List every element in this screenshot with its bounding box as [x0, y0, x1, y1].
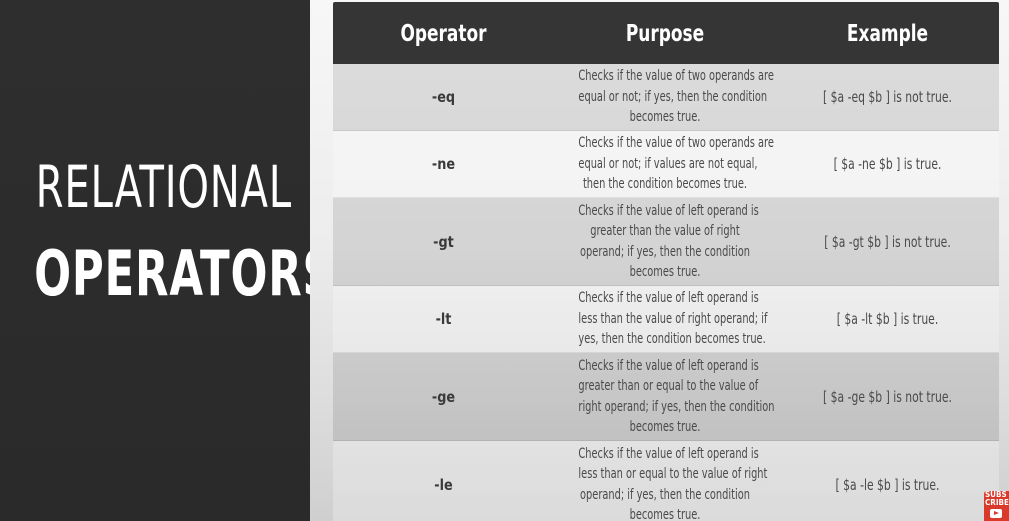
table-row: -le Checks if the value of left operand … — [333, 441, 999, 521]
purpose-line: right operand; if yes, then the conditio… — [578, 398, 775, 415]
purpose-line: equal or not; if values are not equal, — [578, 155, 758, 172]
purpose-line: Checks if the value of two operands are — [578, 68, 774, 85]
purpose-line: operand; if yes, then the condition — [580, 243, 750, 260]
operator-cell: -gt — [433, 232, 454, 251]
example-cell: [ $a -eq $b ] is not true. — [823, 88, 952, 106]
purpose-line: Checks if the value of left operand is — [578, 445, 759, 462]
table-row: -ge Checks if the value of left operand … — [333, 353, 999, 441]
play-icon — [990, 509, 1002, 518]
header-purpose: Purpose — [625, 20, 705, 47]
subscribe-button[interactable]: SUBS CRIBE — [984, 491, 1009, 521]
purpose-cell: Checks if the value of two operands are … — [578, 66, 774, 128]
table-row: -eq Checks if the value of two operands … — [333, 64, 999, 131]
purpose-line: greater than or equal to the value of — [578, 378, 759, 394]
purpose-cell: Checks if the value of left operand is l… — [578, 288, 768, 350]
purpose-line: greater than the value of right — [590, 223, 740, 239]
slide-title-line2: OPERATORS — [34, 237, 335, 310]
purpose-cell: Checks if the value of left operand is g… — [578, 356, 775, 438]
example-cell: [ $a -lt $b ] is true. — [836, 310, 939, 328]
example-cell: [ $a -ge $b ] is not true. — [823, 387, 952, 406]
subscribe-label-line2: CRIBE — [985, 498, 1009, 507]
table-panel — [310, 0, 1009, 521]
example-cell: [ $a -ne $b ] is true. — [833, 155, 942, 173]
title-panel: RELATIONAL OPERATORS — [0, 0, 335, 521]
table-row: -ne Checks if the value of two operands … — [333, 131, 999, 198]
purpose-line: equal or not; if yes, then the condition — [578, 88, 768, 105]
subscribe-label-line1: SUBS — [985, 491, 1007, 499]
operator-cell: -ge — [431, 387, 456, 406]
purpose-line: less than the value of right operand; if — [578, 310, 768, 327]
purpose-line: Checks if the value of left operand is — [578, 357, 759, 374]
purpose-cell: Checks if the value of two operands are … — [578, 133, 774, 195]
header-example: Example — [846, 20, 929, 47]
operator-cell: -lt — [435, 310, 452, 328]
purpose-line: less than or equal to the value of right — [578, 466, 768, 482]
operators-table: Operator Purpose Example -eq Checks if t… — [333, 2, 999, 521]
example-cell: [ $a -le $b ] is true. — [835, 475, 940, 494]
purpose-cell: Checks if the value of left operand is g… — [578, 201, 759, 283]
purpose-line: becomes true. — [629, 507, 701, 521]
purpose-line: Checks if the value of two operands are — [578, 135, 774, 152]
purpose-cell: Checks if the value of left operand is l… — [578, 444, 768, 521]
slide-title-line1: RELATIONAL — [35, 153, 292, 221]
operator-cell: -le — [434, 475, 453, 494]
operator-cell: -eq — [431, 88, 456, 106]
purpose-line: then the condition becomes true. — [582, 176, 748, 193]
table-header: Operator Purpose Example — [333, 2, 999, 64]
purpose-line: becomes true. — [629, 264, 701, 280]
table-row: -gt Checks if the value of left operand … — [333, 198, 999, 286]
table-row: -lt Checks if the value of left operand … — [333, 286, 999, 353]
purpose-line: becomes true. — [629, 109, 701, 126]
purpose-line: becomes true. — [629, 419, 701, 435]
operator-cell: -ne — [431, 155, 456, 173]
purpose-line: operand; if yes, then the condition — [580, 486, 750, 503]
purpose-line: Checks if the value of left operand is — [578, 202, 759, 219]
purpose-line: Checks if the value of left operand is — [578, 290, 759, 307]
example-cell: [ $a -gt $b ] is not true. — [824, 232, 951, 251]
purpose-line: yes, then the condition becomes true. — [578, 331, 766, 348]
header-operator: Operator — [400, 20, 487, 47]
